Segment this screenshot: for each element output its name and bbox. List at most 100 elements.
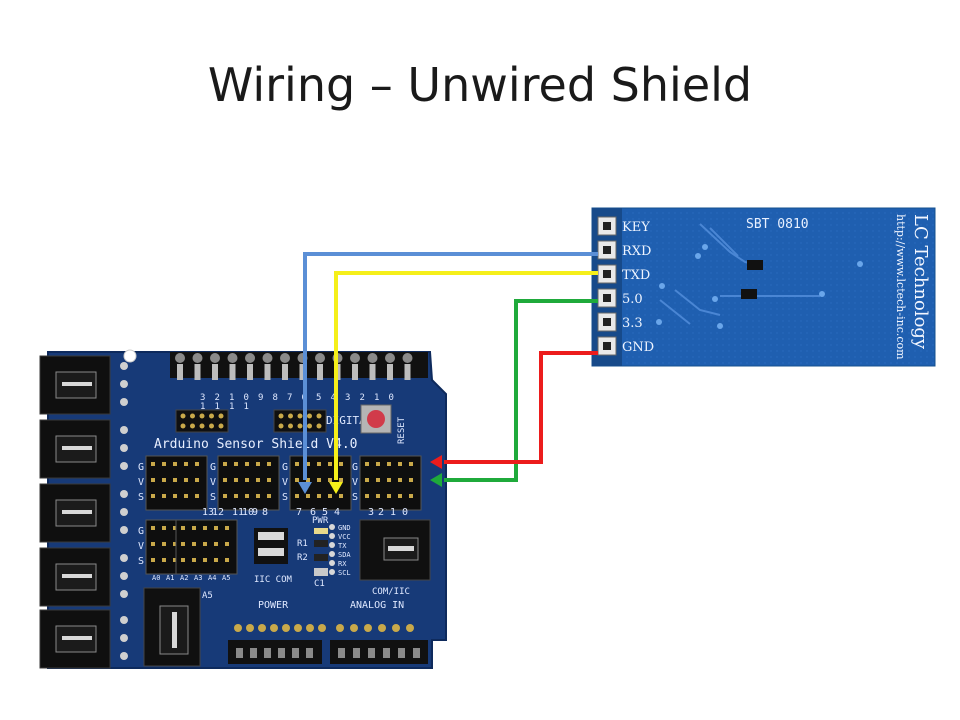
gvs-label: S [282,492,288,503]
reset-button-base [360,404,392,434]
digital-number: 8 [262,507,268,518]
digital-number: 2 [378,507,384,518]
iic-pin-label: SCL [338,569,351,577]
iic-pin-label: RX [338,560,347,568]
top-pin-number: 2 [215,393,220,403]
gvs-label: V [282,477,288,488]
gvs-label: G [352,462,358,473]
bt-model-text: SBT 0810 [746,217,809,232]
gnd-wire [444,351,598,464]
analog-small-label: A5 [222,574,230,582]
bt-url-text: http://www.lctech-inc.com [894,214,907,360]
bt-pin-label: KEY [622,220,650,235]
iic-com-label: IIC COM [254,575,293,585]
gvs-label: G [138,526,144,537]
c1-label: C1 [314,579,325,589]
gvs-label: S [138,556,144,567]
rxd-wire [303,252,598,480]
gvs-label: S [210,492,216,503]
gvs-label: V [138,477,144,488]
digital-number: 12 [212,507,224,518]
pwr-label: PWR [312,516,329,526]
top-pin-number: 7 [287,393,292,403]
top-pin-number: 3 [200,393,205,403]
bt-pin-label: GND [622,340,654,355]
iic-pin-label: SDA [338,551,351,559]
top-pin-number: 4 [331,393,336,403]
gvs-label: V [210,477,216,488]
top-pin-ten: 1 [215,402,220,412]
analog-small-label: A2 [180,574,188,582]
txd-wire [334,271,598,480]
top-pin-ten: 1 [244,402,249,412]
top-pin-number: 1 [229,393,234,403]
bt-brand-text: LC Technology [910,214,931,350]
bt-pin-label: TXD [622,268,650,283]
bt-vias [656,244,863,329]
digital-number: 10 [242,507,254,518]
gvs-label: G [138,462,144,473]
digital-number: 6 [310,507,316,518]
icsp-header [175,409,229,433]
top-pin-ten: 1 [200,402,205,412]
gvs-label: S [138,492,144,503]
bt-pin-label: RXD [622,244,651,259]
top-pin-ten: 1 [229,402,234,412]
top-pin-number: 9 [258,393,263,403]
digital-number: 9 [252,507,258,518]
analog-label: ANALOG IN [350,600,404,611]
top-pin-number: 2 [360,393,365,403]
analog-small-label: A4 [208,574,216,582]
bt-pin-label: 3.3 [622,316,643,331]
digital-number: 5 [322,507,328,518]
vcc-wire [444,299,598,482]
digital-number: 0 [402,507,408,518]
left-servo-connectors [39,355,128,669]
mount-hole [123,349,137,363]
analog-small-label: A1 [166,574,174,582]
top-pin-number: 0 [389,393,394,403]
analog-small-label: A3 [194,574,202,582]
bt-component-2 [741,289,757,299]
digital-number: 11 [232,507,244,518]
reset-label: RESET [397,416,407,444]
gvs-label: V [138,541,144,552]
gvs-label: G [282,462,288,473]
digital-number: 4 [334,507,340,518]
iic-pin-label: TX [338,542,347,550]
reset-button [367,410,385,428]
bt-board [591,207,936,367]
digital-number: 7 [296,507,302,518]
a5-label: A5 [202,591,213,601]
bt-component-1 [747,260,763,270]
digital-number: 3 [368,507,374,518]
r1-label: R1 [297,539,308,549]
gvs-label: G [210,462,216,473]
digital-number: 1 [390,507,396,518]
top-pin-number: 1 [374,393,379,403]
shield-name: Arduino Sensor Shield V4.0 [154,437,358,452]
gvs-label: V [352,477,358,488]
bt-pin-label: 5.0 [622,292,643,307]
gvs-label: S [352,492,358,503]
wires [298,252,598,494]
top-pin-number: 8 [273,393,278,403]
slide-title: Wiring – Unwired Shield [207,58,753,112]
com-iic-label: COM/IIC [372,587,410,597]
top-pin-number: 5 [316,393,321,403]
top-pin-number: 0 [244,393,249,403]
digital-number: 13 [202,507,214,518]
r2-label: R2 [297,553,308,563]
iic-pin-label: VCC [338,533,351,541]
analog-header [330,640,428,664]
top-pin-number: 3 [345,393,350,403]
icsp-header [273,409,327,433]
analog-small-label: A0 [152,574,160,582]
